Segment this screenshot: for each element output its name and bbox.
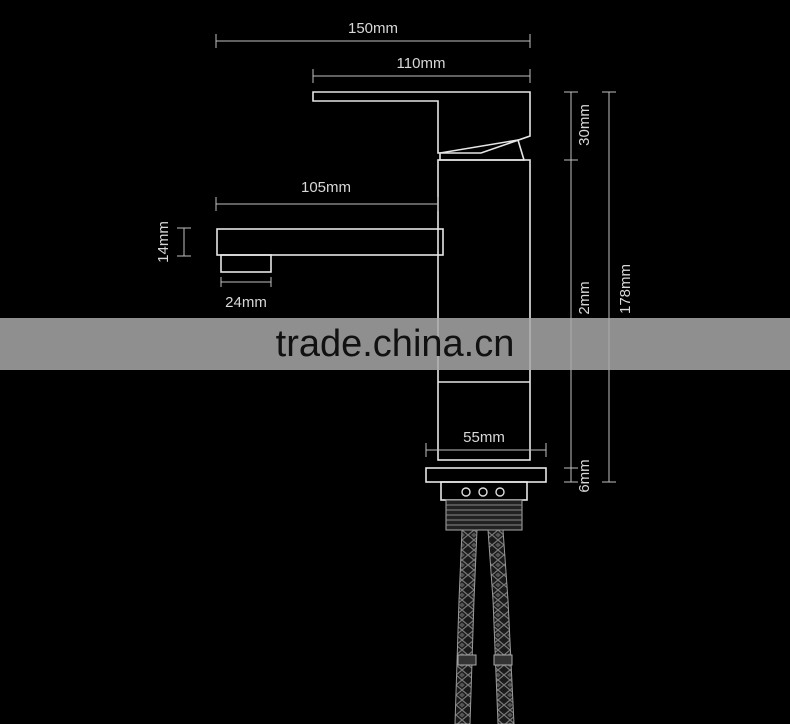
mount-holes — [461, 487, 505, 497]
label-overall-width: 150mm — [348, 20, 398, 37]
label-base-thickness: 6mm — [576, 459, 593, 492]
supply-hoses — [454, 529, 515, 724]
label-spout-length: 105mm — [301, 179, 351, 196]
lever-handle — [312, 91, 531, 154]
threaded-shank — [445, 499, 523, 531]
hole-2 — [478, 487, 488, 497]
watermark-text: trade.china.cn — [275, 322, 515, 365]
spout — [216, 228, 444, 256]
base-plate — [425, 467, 547, 483]
hole-1 — [461, 487, 471, 497]
aerator — [220, 254, 272, 273]
label-aerator-width: 24mm — [225, 294, 267, 311]
label-total-height: 178mm — [617, 264, 634, 314]
mount-nut — [440, 481, 528, 501]
label-spout-top-length: 110mm — [397, 55, 446, 72]
hole-3 — [495, 487, 505, 497]
dimension-lines — [177, 34, 616, 483]
watermark-banner — [0, 318, 790, 370]
label-spout-height: 14mm — [155, 221, 172, 263]
faucet-body — [437, 159, 531, 461]
faucet-outline — [216, 91, 547, 501]
label-handle-height: 30mm — [576, 104, 593, 146]
label-body-height: 2mm — [576, 281, 593, 314]
label-base-diameter: 55mm — [463, 429, 505, 446]
